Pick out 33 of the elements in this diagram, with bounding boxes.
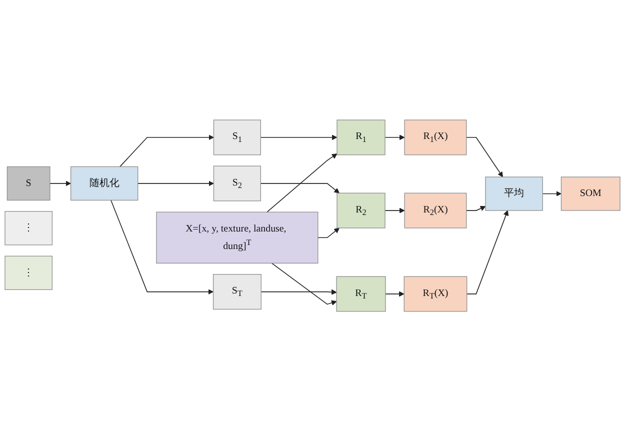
arrow bbox=[260, 134, 338, 140]
node-box: X=[x, y, texture, landuse, dung]$^{T}$ bbox=[156, 212, 318, 264]
node-box: R$_{T}$ bbox=[336, 276, 386, 312]
arrow bbox=[50, 181, 72, 186]
arrow bbox=[318, 228, 340, 238]
node-box: SOM bbox=[560, 176, 620, 212]
node-box: R$_{2}$(X) bbox=[404, 193, 467, 229]
arrow bbox=[542, 191, 562, 197]
node-box: R$_{2}$ bbox=[336, 193, 386, 229]
arrow bbox=[266, 154, 338, 213]
arrow bbox=[110, 200, 214, 295]
node-box: S$_{2}$ bbox=[213, 166, 261, 202]
arrow bbox=[466, 210, 509, 295]
node-box: R$_{T}$(X) bbox=[404, 276, 468, 312]
arrow bbox=[385, 292, 404, 297]
node-box: S$_{1}$ bbox=[213, 120, 261, 156]
arrow bbox=[466, 206, 486, 212]
arrow bbox=[384, 208, 405, 214]
node-box: S$_{T}$ bbox=[212, 274, 262, 310]
arrow bbox=[260, 183, 340, 194]
arrow bbox=[466, 137, 504, 178]
arrow bbox=[271, 263, 337, 306]
node-box: R$_{1}$(X) bbox=[404, 120, 467, 156]
node-box: S bbox=[6, 166, 50, 201]
node-box: ⋮ bbox=[4, 211, 52, 246]
node-box: R$_{1}$ bbox=[336, 120, 386, 156]
arrow bbox=[260, 290, 337, 296]
node-box: 随机化 bbox=[70, 166, 138, 201]
node-box: ⋮ bbox=[4, 256, 52, 290]
arrow bbox=[137, 181, 214, 186]
node-box: 平均 bbox=[485, 176, 543, 212]
arrow bbox=[120, 134, 214, 168]
arrow bbox=[384, 134, 405, 140]
